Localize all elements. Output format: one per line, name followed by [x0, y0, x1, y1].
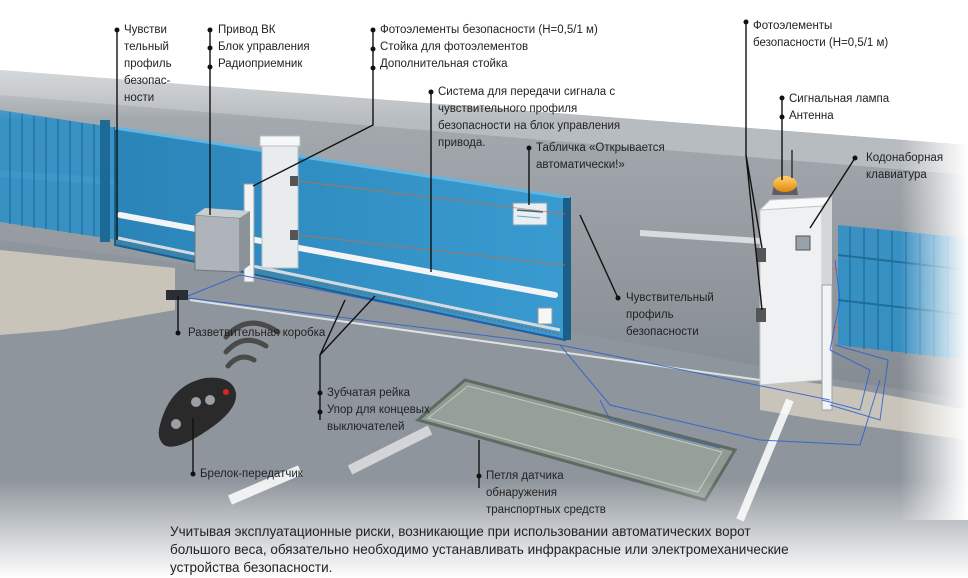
- safety-edge-right: [563, 198, 571, 340]
- label-auto-plate: Табличка «Открывается автоматически!»: [536, 142, 665, 171]
- keypad-box: [795, 235, 811, 251]
- label-lamp-antenna: Сигнальная лампа Антенна: [789, 93, 890, 122]
- label-detection-loop: Петля датчика обнаружения транспортных с…: [486, 470, 606, 516]
- label-photocells-center: Фотоэлементы безопасности (H=0,5/1 м) Ст…: [380, 24, 598, 70]
- underground-wiring: [187, 259, 889, 449]
- gate-drive-unit: [194, 135, 301, 283]
- detection-loop: [414, 378, 738, 502]
- label-keypad: Кодонаборная клавиатура: [866, 152, 944, 181]
- left-fence: [0, 110, 118, 242]
- right-column: [756, 196, 834, 411]
- label-drive-group: Привод ВК Блок управления Радиоприемник: [218, 24, 310, 70]
- leader-lines: [116, 22, 856, 488]
- label-remote: Брелок-передатчик: [200, 468, 303, 480]
- leader-dots: [114, 19, 858, 479]
- label-sensitive-profile-left: Чувстви тельный профиль безопас- ности: [124, 24, 172, 104]
- auto-open-plate: [512, 202, 548, 226]
- right-photocell-lower: [756, 308, 766, 322]
- label-signal-system: Система для передачи сигнала с чувствите…: [438, 86, 621, 149]
- remote-fob-icon: [158, 377, 237, 447]
- label-photocells-right: Фотоэлементы безопасности (H=0,5/1 м): [753, 20, 889, 49]
- label-sensitive-profile-right: Чувствительный профиль безопасности: [626, 292, 714, 338]
- label-junction-box: Разветвительная коробка: [188, 327, 326, 339]
- right-photocell-upper: [756, 248, 766, 262]
- sliding-gate: [114, 126, 572, 342]
- signal-waves-icon: [223, 320, 281, 369]
- label-rack-group: Зубчатая рейка Упор для концевых выключа…: [327, 387, 430, 433]
- junction-box: [166, 290, 188, 300]
- warning-lamp-icon: [772, 150, 798, 195]
- footer-caption: Учитывая эксплуатационные риски, возника…: [170, 524, 789, 575]
